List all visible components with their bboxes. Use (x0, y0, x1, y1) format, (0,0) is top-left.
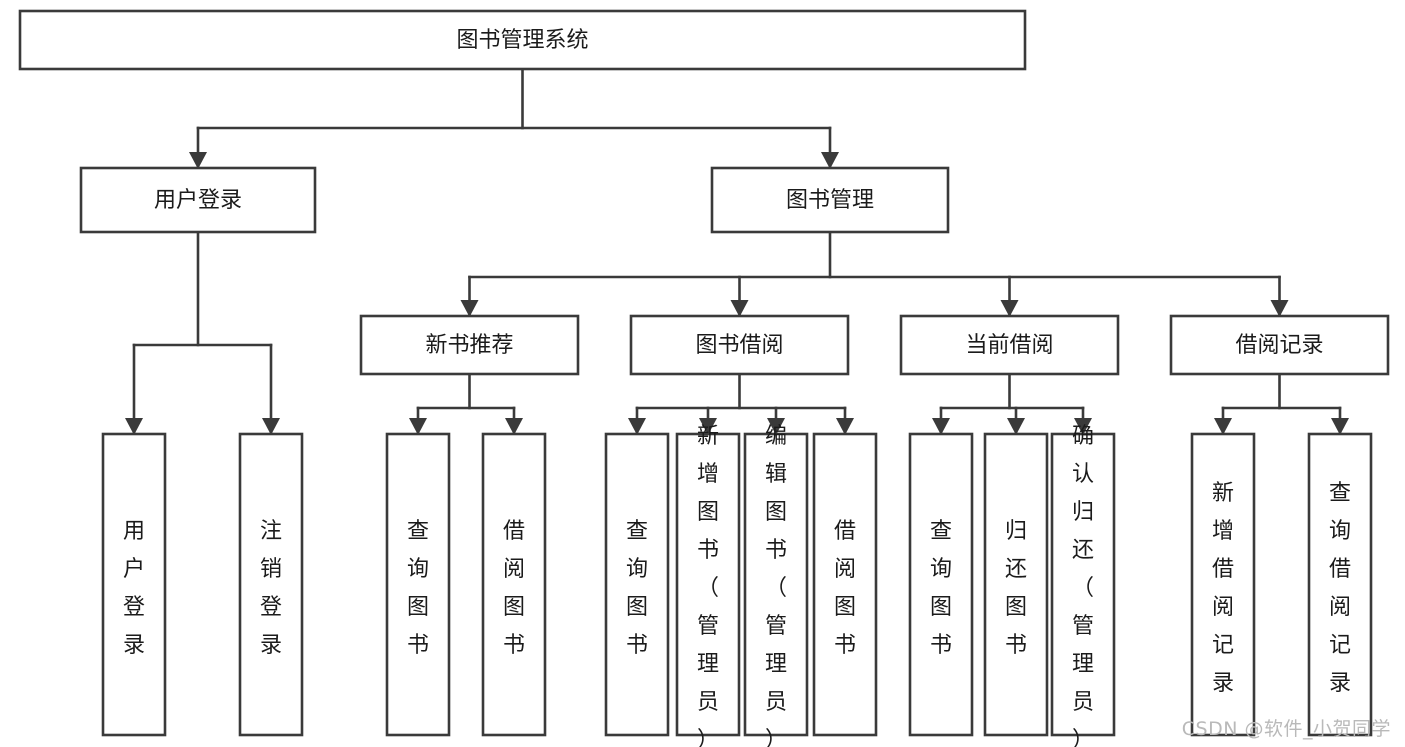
edge-current-arrow-1 (1007, 418, 1025, 435)
node-leaf-查询借阅记录[interactable]: 查询借阅记录 (1307, 432, 1373, 737)
edge-bookmgmt-arrow-0 (460, 300, 479, 317)
node-leaf-查询图书[interactable]: 查询图书 (908, 432, 974, 737)
node-label: 借阅记录 (1235, 333, 1323, 358)
node-label: 查询图书 (407, 519, 429, 658)
node-l3-当前借阅[interactable]: 当前借阅 (899, 314, 1120, 376)
node-box (908, 432, 974, 737)
edge-root-arrow-0 (189, 152, 207, 169)
node-leaf-借阅图书[interactable]: 借阅图书 (481, 432, 547, 737)
node-box (743, 432, 809, 737)
node-box (812, 432, 878, 737)
edge-record-arrow-0 (1214, 418, 1232, 435)
node-box (359, 314, 580, 376)
node-leaf-确认归还管理员[interactable]: 确认归还（管理员） (1050, 424, 1116, 747)
node-label: 归还图书 (1005, 519, 1027, 658)
node-l3-图书借阅[interactable]: 图书借阅 (629, 314, 850, 376)
node-leaf-编辑图书管理员[interactable]: 编辑图书（管理员） (743, 424, 809, 747)
edge-bookmgmt-arrow-1 (730, 300, 749, 317)
node-box (629, 314, 850, 376)
edge-borrow-arrow-1 (699, 418, 717, 435)
edge-borrow-arrow-3 (836, 418, 854, 435)
edge-borrow-arrow-2 (767, 418, 785, 435)
node-label: 新增图书（管理员） (697, 424, 719, 747)
node-box (604, 432, 670, 737)
node-leaf-新增图书管理员[interactable]: 新增图书（管理员） (675, 424, 741, 747)
node-l3-新书推荐[interactable]: 新书推荐 (359, 314, 580, 376)
edge-borrow-arrow-0 (628, 418, 646, 435)
node-l3-借阅记录[interactable]: 借阅记录 (1169, 314, 1390, 376)
edge-bookmgmt-arrow-2 (1000, 300, 1019, 317)
node-box (983, 432, 1049, 737)
node-label: 借阅图书 (503, 519, 525, 658)
nodes-layer: 图书管理系统用户登录图书管理新书推荐图书借阅当前借阅借阅记录用户登录注销登录查询… (18, 9, 1390, 747)
edge-userlogin-arrow-1 (262, 418, 280, 435)
node-box (1307, 432, 1373, 737)
node-box (101, 432, 167, 737)
node-label: 当前借阅 (965, 333, 1053, 358)
node-l2-用户登录[interactable]: 用户登录 (79, 166, 317, 234)
node-root-图书管理系统[interactable]: 图书管理系统 (18, 9, 1027, 71)
node-leaf-查询图书[interactable]: 查询图书 (385, 432, 451, 737)
node-label: 注销登录 (260, 519, 282, 658)
node-box (675, 432, 741, 737)
edge-newbook-arrow-0 (409, 418, 427, 435)
node-box (1050, 432, 1116, 737)
node-label: 查询图书 (930, 519, 952, 658)
node-label: 新增借阅记录 (1212, 481, 1234, 696)
node-box (1190, 432, 1256, 737)
node-box (385, 432, 451, 737)
node-leaf-用户登录[interactable]: 用户登录 (101, 432, 167, 737)
node-label: 确认归还（管理员） (1072, 424, 1094, 747)
node-box (899, 314, 1120, 376)
node-leaf-新增借阅记录[interactable]: 新增借阅记录 (1190, 432, 1256, 737)
edges-layer (125, 67, 1349, 435)
node-label: 图书管理系统 (456, 28, 588, 53)
edge-newbook-arrow-1 (505, 418, 523, 435)
node-label: 新书推荐 (425, 333, 513, 358)
node-leaf-查询图书[interactable]: 查询图书 (604, 432, 670, 737)
node-leaf-借阅图书[interactable]: 借阅图书 (812, 432, 878, 737)
node-box (710, 166, 950, 234)
edge-root-arrow-1 (821, 152, 839, 169)
node-leaf-注销登录[interactable]: 注销登录 (238, 432, 304, 737)
node-label: 编辑图书（管理员） (765, 424, 787, 747)
node-box (18, 9, 1027, 71)
node-label: 用户登录 (154, 188, 242, 213)
node-label: 借阅图书 (834, 519, 856, 658)
node-box (1169, 314, 1390, 376)
edge-current-arrow-2 (1074, 418, 1092, 435)
node-label: 查询图书 (626, 519, 648, 658)
node-label: 图书借阅 (695, 333, 783, 358)
edge-userlogin-arrow-0 (125, 418, 143, 435)
node-leaf-归还图书[interactable]: 归还图书 (983, 432, 1049, 737)
node-l2-图书管理[interactable]: 图书管理 (710, 166, 950, 234)
node-label: 图书管理 (786, 188, 874, 213)
node-label: 查询借阅记录 (1329, 481, 1351, 696)
edge-bookmgmt-arrow-3 (1270, 300, 1289, 317)
node-box (481, 432, 547, 737)
edge-current-arrow-0 (932, 418, 950, 435)
node-label: 用户登录 (123, 519, 145, 658)
edge-record-arrow-1 (1331, 418, 1349, 435)
node-box (79, 166, 317, 234)
node-box (238, 432, 304, 737)
